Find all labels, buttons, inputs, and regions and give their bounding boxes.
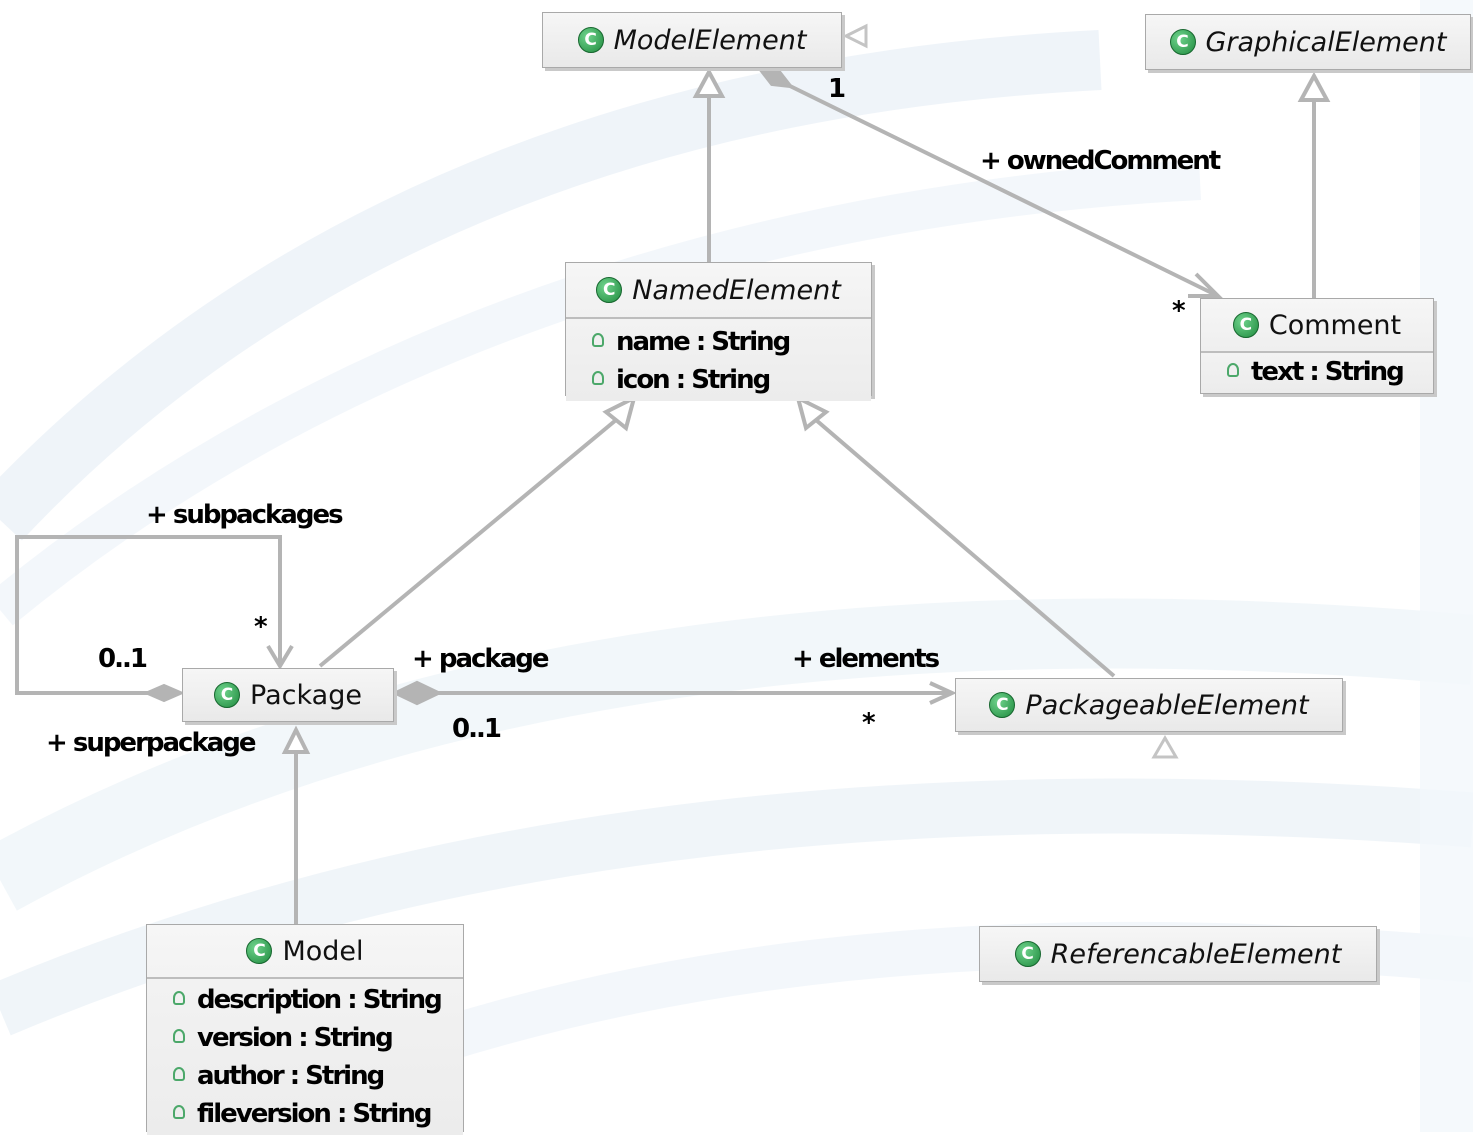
generalization-arrowhead xyxy=(602,394,638,432)
composition-diamond xyxy=(753,63,795,89)
generalization-arrowhead xyxy=(842,23,868,49)
attribute-compartment: description : String version : String au… xyxy=(147,977,463,1135)
attribute-icon xyxy=(1227,363,1239,377)
class-graphicalelement[interactable]: C GraphicalElement xyxy=(1145,14,1471,70)
class-icon: C xyxy=(1232,312,1259,338)
generalization-arrowhead xyxy=(692,67,726,98)
attribute[interactable]: version : String xyxy=(173,1019,463,1057)
class-icon: C xyxy=(596,277,623,303)
attribute[interactable]: description : String xyxy=(173,981,463,1019)
navigation-arrowhead xyxy=(266,644,294,670)
composition-diamond xyxy=(391,680,443,706)
generalization-arrowhead xyxy=(794,394,830,432)
class-icon: C xyxy=(246,938,273,964)
class-name: GraphicalElement xyxy=(1205,26,1447,58)
class-icon: C xyxy=(1169,29,1196,55)
composition-diamond xyxy=(143,683,185,703)
class-model[interactable]: C Model description : String version : S… xyxy=(146,924,464,1135)
attribute-icon xyxy=(173,1067,185,1081)
attribute-icon xyxy=(592,333,604,347)
role-label: + package xyxy=(412,644,549,674)
attribute[interactable]: fileversion : String xyxy=(173,1095,463,1133)
class-icon: C xyxy=(989,692,1016,718)
class-namedelement[interactable]: C NamedElement name : String icon : Stri… xyxy=(565,262,872,401)
multiplicity-label: * xyxy=(254,612,268,642)
attribute-icon xyxy=(173,991,185,1005)
attribute-compartment: name : String icon : String xyxy=(566,317,871,401)
role-label: + ownedComment xyxy=(980,146,1221,176)
class-name: ReferencableElement xyxy=(1050,938,1342,970)
generalization-arrowhead xyxy=(1151,735,1179,759)
class-icon: C xyxy=(1014,941,1041,967)
class-referencableelement[interactable]: C ReferencableElement xyxy=(979,926,1377,982)
class-icon: C xyxy=(214,682,241,708)
navigation-arrowhead xyxy=(1188,272,1223,298)
attribute-icon xyxy=(173,1105,185,1119)
class-name: NamedElement xyxy=(632,274,841,306)
role-label: + superpackage xyxy=(46,728,257,758)
class-name: Comment xyxy=(1268,309,1402,341)
multiplicity-label: 0..1 xyxy=(98,644,148,674)
attribute[interactable]: text : String xyxy=(1227,353,1433,391)
attribute-icon xyxy=(173,1029,185,1043)
role-label: + subpackages xyxy=(146,500,344,530)
generalization-arrowhead xyxy=(281,725,311,754)
class-modelelement[interactable]: C ModelElement xyxy=(542,12,842,68)
class-name: Model xyxy=(282,935,364,967)
attribute-compartment: text : String xyxy=(1201,351,1433,393)
class-comment[interactable]: C Comment text : String xyxy=(1200,298,1434,394)
association-subpackages xyxy=(15,535,282,695)
multiplicity-label: 1 xyxy=(828,74,846,104)
generalization-packageable-namedelement xyxy=(814,418,1116,678)
class-name: Package xyxy=(250,679,362,711)
class-name: PackageableElement xyxy=(1025,689,1309,721)
attribute[interactable]: icon : String xyxy=(592,361,871,399)
navigation-arrowhead xyxy=(929,681,957,705)
role-label: + elements xyxy=(792,644,940,674)
attribute-icon xyxy=(592,371,604,385)
class-name: ModelElement xyxy=(613,24,807,56)
attribute[interactable]: name : String xyxy=(592,323,871,361)
attribute[interactable]: author : String xyxy=(173,1057,463,1095)
generalization-package-namedelement xyxy=(318,418,618,668)
class-package[interactable]: C Package xyxy=(182,668,394,722)
multiplicity-label: * xyxy=(1172,296,1186,326)
multiplicity-label: 0..1 xyxy=(452,714,502,744)
generalization-arrowhead xyxy=(1297,71,1331,102)
class-packageableelement[interactable]: C PackageableElement xyxy=(955,678,1343,732)
class-icon: C xyxy=(577,27,604,53)
association-owned-comment xyxy=(789,84,1219,298)
multiplicity-label: * xyxy=(862,708,876,738)
